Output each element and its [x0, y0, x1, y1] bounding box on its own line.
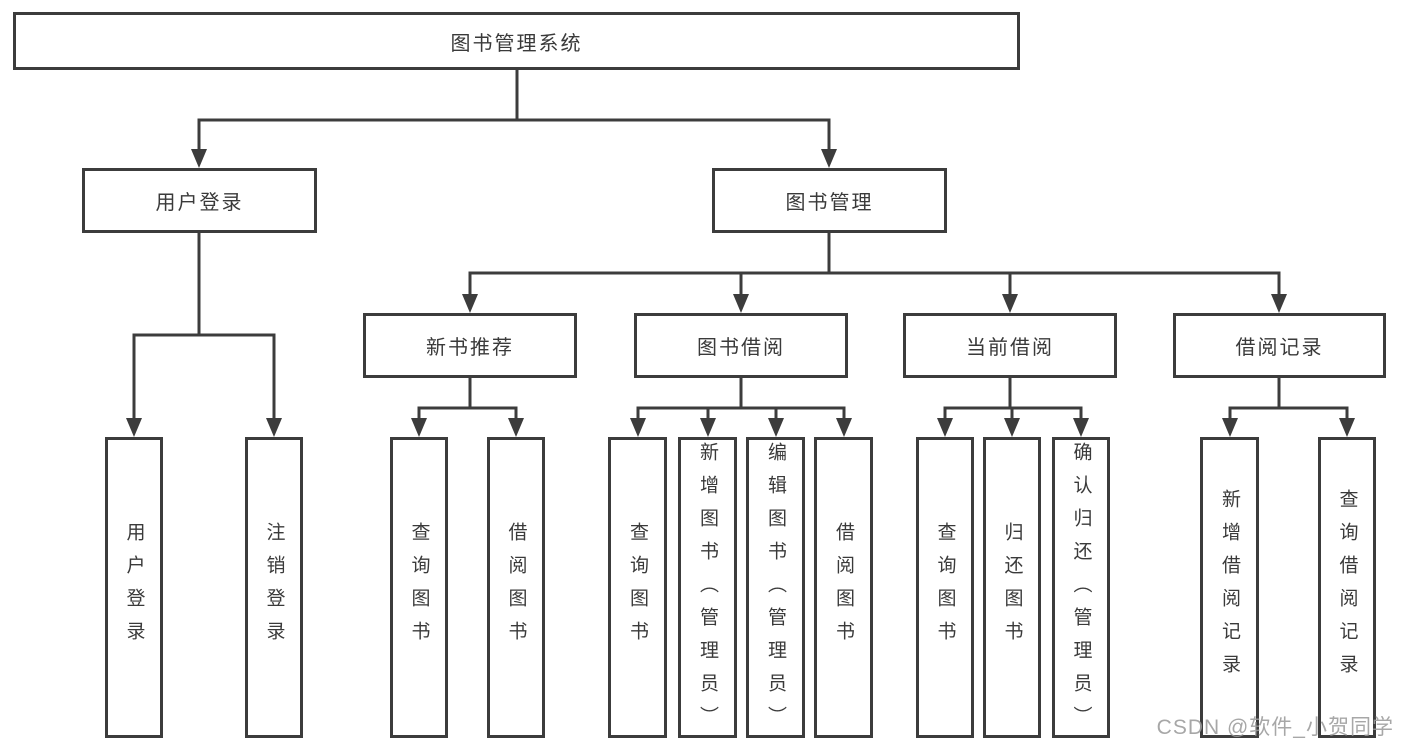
- leaf-recommend-borrow-books-label: 借阅图书: [505, 521, 527, 654]
- leaf-user-login: 用户登录: [105, 437, 163, 738]
- leaf-recommend-query-books-label: 查询图书: [408, 521, 430, 654]
- leaf-borrowing-edit-books-admin-label: 编辑图书（管理员）: [765, 441, 786, 739]
- leaf-current-query-books: 查询图书: [916, 437, 974, 738]
- leaf-recommend-query-books: 查询图书: [390, 437, 448, 738]
- leaf-borrowing-edit-books-admin: 编辑图书（管理员）: [746, 437, 805, 739]
- node-book-borrowing-label: 图书借阅: [697, 337, 785, 359]
- node-borrow-records: 借阅记录: [1173, 313, 1386, 378]
- leaf-records-query-record: 查询借阅记录: [1318, 437, 1376, 738]
- leaf-user-login-label: 用户登录: [123, 521, 145, 654]
- leaf-borrowing-add-books-admin-label: 新增图书（管理员）: [697, 441, 718, 739]
- leaf-logout: 注销登录: [245, 437, 303, 738]
- node-book-borrowing: 图书借阅: [634, 313, 848, 378]
- node-user-login-label: 用户登录: [155, 192, 244, 214]
- leaf-borrowing-borrow-books-label: 借阅图书: [833, 521, 854, 654]
- leaf-borrowing-query-books: 查询图书: [608, 437, 667, 738]
- leaf-current-confirm-return-admin: 确认归还（管理员）: [1052, 437, 1110, 739]
- leaf-records-query-record-label: 查询借阅记录: [1336, 488, 1358, 687]
- node-new-book-recommend: 新书推荐: [363, 313, 577, 378]
- node-current-borrowing-label: 当前借阅: [966, 337, 1054, 359]
- leaf-records-add-record-label: 新增借阅记录: [1219, 488, 1240, 687]
- node-user-login: 用户登录: [82, 168, 317, 233]
- node-library-system: 图书管理系统: [13, 12, 1020, 70]
- leaf-current-return-books: 归还图书: [983, 437, 1041, 738]
- node-book-management: 图书管理: [712, 168, 947, 233]
- node-current-borrowing: 当前借阅: [903, 313, 1117, 378]
- node-book-management-label: 图书管理: [785, 192, 874, 214]
- leaf-current-confirm-return-admin-label: 确认归还（管理员）: [1070, 441, 1092, 739]
- leaf-logout-label: 注销登录: [263, 521, 285, 654]
- node-library-system-label: 图书管理系统: [450, 32, 583, 55]
- leaf-recommend-borrow-books: 借阅图书: [487, 437, 545, 738]
- watermark: CSDN @软件_小贺同学: [1156, 716, 1394, 739]
- node-borrow-records-label: 借阅记录: [1235, 337, 1324, 359]
- leaf-borrowing-borrow-books: 借阅图书: [814, 437, 873, 738]
- leaf-current-return-books-label: 归还图书: [1001, 521, 1023, 654]
- leaf-borrowing-add-books-admin: 新增图书（管理员）: [678, 437, 737, 739]
- leaf-borrowing-query-books-label: 查询图书: [627, 521, 648, 654]
- node-new-book-recommend-label: 新书推荐: [426, 337, 514, 359]
- leaf-current-query-books-label: 查询图书: [934, 521, 956, 654]
- leaf-records-add-record: 新增借阅记录: [1200, 437, 1259, 738]
